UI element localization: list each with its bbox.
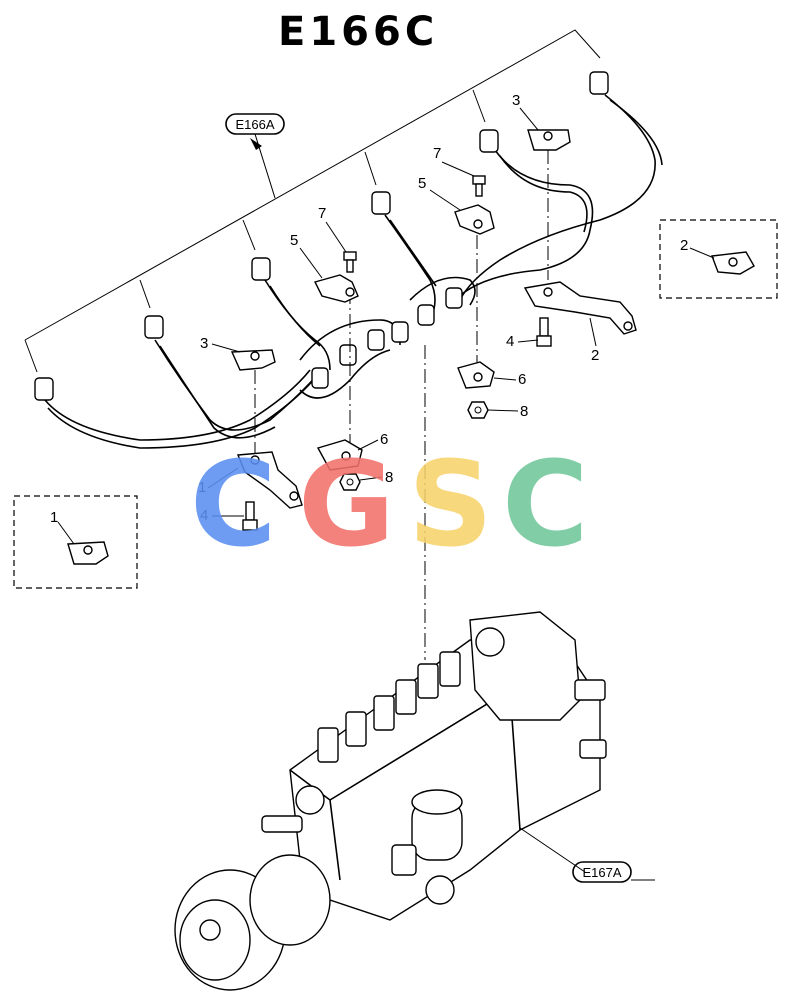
plate-part-6-right[interactable] xyxy=(457,361,495,389)
callout-1-box: 1 xyxy=(50,509,58,526)
callout-2-bracket: 2 xyxy=(591,347,599,364)
assembly-frame-line xyxy=(24,29,601,373)
reference-e166a-label: E166A xyxy=(235,117,274,132)
callout-5-right: 5 xyxy=(418,175,426,192)
watermark-letter-g: G xyxy=(298,435,395,573)
clamp-part-1-left[interactable] xyxy=(236,451,303,509)
injection-pipes xyxy=(44,94,663,449)
callout-6-right: 6 xyxy=(518,371,526,388)
callout-4-right: 4 xyxy=(506,333,514,350)
clamp-part-3-left[interactable] xyxy=(230,349,276,371)
callout-1-left: 1 xyxy=(198,479,206,496)
plate-part-6-left[interactable] xyxy=(316,439,363,471)
bolt-part-4-left[interactable] xyxy=(242,501,258,531)
pump-coupling xyxy=(174,854,331,991)
callout-2-box: 2 xyxy=(680,237,688,254)
nut-part-8-left[interactable] xyxy=(339,473,361,491)
injection-pump[interactable] xyxy=(174,611,607,991)
bracket-part-2[interactable] xyxy=(523,281,637,335)
figure-title: E166C xyxy=(278,9,439,55)
callout-3-left: 3 xyxy=(200,335,208,352)
watermark-letter-s: S xyxy=(408,435,493,573)
callout-3-right: 3 xyxy=(512,92,520,109)
callout-5-left: 5 xyxy=(290,232,298,249)
arrow-icon xyxy=(250,138,262,150)
callout-8-left: 8 xyxy=(385,469,393,486)
nut-part-8-right[interactable] xyxy=(467,401,489,419)
reference-e167a-label: E167A xyxy=(582,865,621,880)
detail-box-part-1[interactable]: 1 xyxy=(13,495,138,589)
watermark-letter-c1: C xyxy=(190,435,277,573)
callout-6-left: 6 xyxy=(380,431,388,448)
bracket-part-5-right[interactable] xyxy=(454,204,495,235)
delivery-valves xyxy=(317,651,461,763)
watermark-cgsc: C G S C xyxy=(190,435,589,573)
clamp-part-3-right[interactable] xyxy=(527,129,571,151)
reference-e167a[interactable]: E167A xyxy=(519,827,655,883)
bracket-part-5-left[interactable] xyxy=(313,274,359,303)
bolt-part-4-right[interactable] xyxy=(536,317,552,347)
pipe-end-nuts xyxy=(34,71,609,401)
callout-7-right: 7 xyxy=(433,145,441,162)
watermark-letter-c2: C xyxy=(502,435,589,573)
bolt-part-7-left[interactable] xyxy=(343,251,357,273)
callout-8-right: 8 xyxy=(520,403,528,420)
detail-box-part-2[interactable]: 2 xyxy=(659,219,778,299)
callout-7-left: 7 xyxy=(318,205,326,222)
bolt-part-7-right[interactable] xyxy=(472,175,486,197)
callout-4-left: 4 xyxy=(200,507,208,524)
reference-e166a[interactable]: E166A xyxy=(225,113,285,199)
